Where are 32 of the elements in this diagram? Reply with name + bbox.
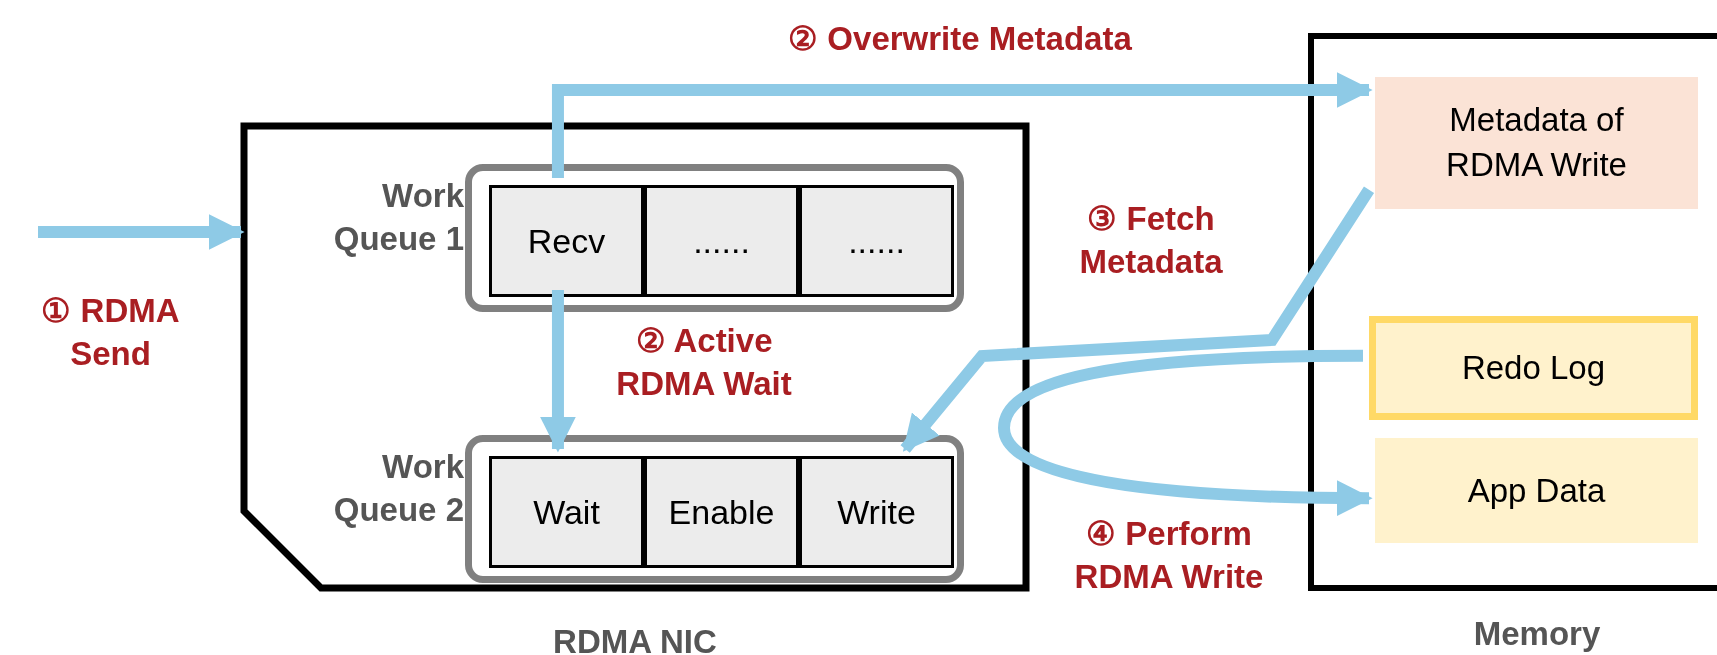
edge-label: ③ Fetch Metadata xyxy=(1078,199,1224,282)
box-text: Wait xyxy=(533,491,600,533)
box-text: Recv xyxy=(527,220,606,262)
queue-entry xyxy=(644,185,799,297)
queue-entry xyxy=(799,456,954,568)
group-heading: Work Queue 2 xyxy=(332,447,464,530)
edge-label: ② Active RDMA Wait xyxy=(615,321,793,404)
box-text: Redo Log xyxy=(1461,348,1606,389)
group-heading: Memory xyxy=(1472,614,1602,654)
arrow xyxy=(539,290,576,453)
box-text: ...... xyxy=(693,220,750,262)
queue-entry xyxy=(489,185,644,297)
box-text: ...... xyxy=(848,220,905,262)
box-text: App Data xyxy=(1467,470,1606,511)
redo-log-box xyxy=(1369,316,1698,420)
queue-entry xyxy=(489,456,644,568)
arrow xyxy=(38,214,245,251)
arrow xyxy=(998,349,1373,516)
metadata-box xyxy=(1375,77,1698,209)
group-heading: RDMA NIC xyxy=(552,622,718,655)
edge-label: ④ Perform RDMA Write xyxy=(1073,514,1265,597)
queue-entry xyxy=(644,456,799,568)
box-text: Write xyxy=(837,491,916,533)
group-heading: Work Queue 1 xyxy=(332,176,464,259)
queue-entry xyxy=(799,185,954,297)
arrow xyxy=(551,72,1373,178)
box-text: Enable xyxy=(668,491,775,533)
arrow xyxy=(900,186,1375,453)
box-text: Metadata of RDMA Write xyxy=(1445,100,1628,185)
edge-label: ① RDMA Send xyxy=(40,291,181,374)
edge-label: ② Overwrite Metadata xyxy=(787,19,1133,59)
app-data-box xyxy=(1375,438,1698,543)
